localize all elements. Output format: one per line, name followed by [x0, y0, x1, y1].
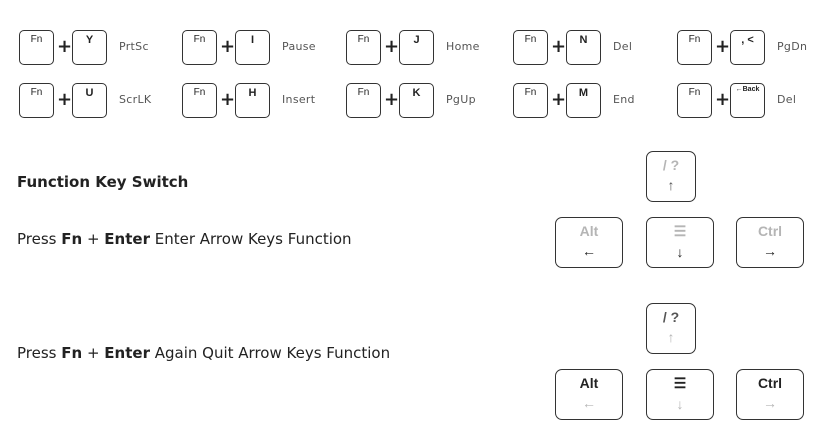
down-arrow-icon: ↓ [676, 396, 684, 412]
key-menu-down: ☰↓ [646, 369, 714, 420]
menu-icon: ☰ [673, 223, 687, 239]
plus-sign: + [57, 89, 73, 110]
shortcut-action: PgDn [777, 40, 808, 53]
key-label: Fn [357, 34, 370, 45]
fn-key: Fn [677, 30, 712, 65]
key-label: Fn [193, 87, 206, 98]
key-alt-left: Alt ← [555, 217, 623, 268]
fn-key: Fn [19, 30, 54, 65]
fn-key: Fn [182, 30, 217, 65]
key-label: / ? [662, 309, 680, 325]
shortcut-action: Pause [282, 40, 316, 53]
key-label: I [250, 34, 255, 46]
key-up: / ? ↑ [646, 151, 696, 202]
key-label: Fn [193, 34, 206, 45]
quit-instruction: Press Fn + Enter Again Quit Arrow Keys F… [17, 344, 390, 362]
down-arrow-icon: ↓ [676, 244, 684, 260]
key-label: / ? [662, 157, 680, 173]
key-alt-left: Alt ← [555, 369, 623, 420]
letter-key: J [399, 30, 434, 65]
letter-key: U [72, 83, 107, 118]
key-label: N [579, 34, 588, 46]
key-label: U [85, 87, 94, 99]
letter-key: ←Back [730, 83, 765, 118]
key-up: / ? ↑ [646, 303, 696, 354]
fn-key: Fn [513, 83, 548, 118]
letter-key: M [566, 83, 601, 118]
fn-key: Fn [19, 83, 54, 118]
key-label: M [578, 87, 589, 99]
plus-sign: + [551, 89, 567, 110]
shortcut-action: Del [613, 40, 633, 53]
text: Enter Arrow Keys Function [149, 230, 352, 248]
key-label: J [413, 34, 420, 46]
plus-sign: + [220, 89, 236, 110]
text: Press [17, 230, 62, 248]
key-label: Fn [524, 87, 537, 98]
shortcut-action: Del [777, 93, 797, 106]
key-label: Y [85, 34, 94, 46]
plus-sign: + [715, 89, 731, 110]
key-label: H [248, 87, 257, 99]
fn-key: Fn [182, 83, 217, 118]
key-label: ←Back [735, 86, 760, 93]
shortcut-action: Insert [282, 93, 316, 106]
key-label: Fn [357, 87, 370, 98]
key-label: Ctrl [757, 375, 783, 391]
key-label: Fn [30, 34, 43, 45]
letter-key: Y [72, 30, 107, 65]
text: Again Quit Arrow Keys Function [149, 344, 391, 362]
fn-key: Fn [513, 30, 548, 65]
key-label: Alt [579, 375, 599, 391]
key-ctrl-right: Ctrl → [736, 369, 804, 420]
letter-key: N [566, 30, 601, 65]
letter-key: H [235, 83, 270, 118]
plus-sign: + [715, 36, 731, 57]
key-menu-down: ☰↓ [646, 217, 714, 268]
letter-key: , < [730, 30, 765, 65]
key-label: Ctrl [757, 223, 783, 239]
key-label: , < [741, 34, 754, 46]
plus-sign: + [384, 89, 400, 110]
key-label: Fn [30, 87, 43, 98]
plus-sign: + [384, 36, 400, 57]
enter-instruction: Press Fn + Enter Enter Arrow Keys Functi… [17, 230, 352, 248]
shortcut-action: PgUp [446, 93, 476, 106]
fn-key-text: Fn [61, 230, 83, 248]
fn-key: Fn [346, 30, 381, 65]
plus-text: + [82, 344, 105, 362]
fn-key-text: Fn [61, 344, 83, 362]
shortcut-action: Home [446, 40, 480, 53]
enter-key-text: Enter [104, 230, 150, 248]
section-heading: Function Key Switch [17, 173, 189, 191]
key-label: K [412, 87, 421, 99]
left-arrow-icon: ← [582, 395, 596, 411]
fn-key: Fn [677, 83, 712, 118]
text: Press [17, 344, 62, 362]
fn-key: Fn [346, 83, 381, 118]
key-label: Fn [688, 87, 701, 98]
up-arrow-icon: ↑ [667, 329, 675, 345]
left-arrow-icon: ← [582, 243, 596, 259]
shortcut-action: PrtSc [119, 40, 149, 53]
shortcut-action: ScrLK [119, 93, 152, 106]
key-label: Fn [688, 34, 701, 45]
plus-text: + [82, 230, 105, 248]
shortcut-action: End [613, 93, 635, 106]
right-arrow-icon: → [763, 243, 777, 259]
menu-icon: ☰ [673, 375, 687, 391]
plus-sign: + [57, 36, 73, 57]
plus-sign: + [220, 36, 236, 57]
up-arrow-icon: ↑ [667, 177, 675, 193]
enter-key-text: Enter [104, 344, 150, 362]
key-ctrl-right: Ctrl → [736, 217, 804, 268]
letter-key: I [235, 30, 270, 65]
plus-sign: + [551, 36, 567, 57]
key-label: Alt [579, 223, 599, 239]
right-arrow-icon: → [763, 395, 777, 411]
key-label: Fn [524, 34, 537, 45]
letter-key: K [399, 83, 434, 118]
